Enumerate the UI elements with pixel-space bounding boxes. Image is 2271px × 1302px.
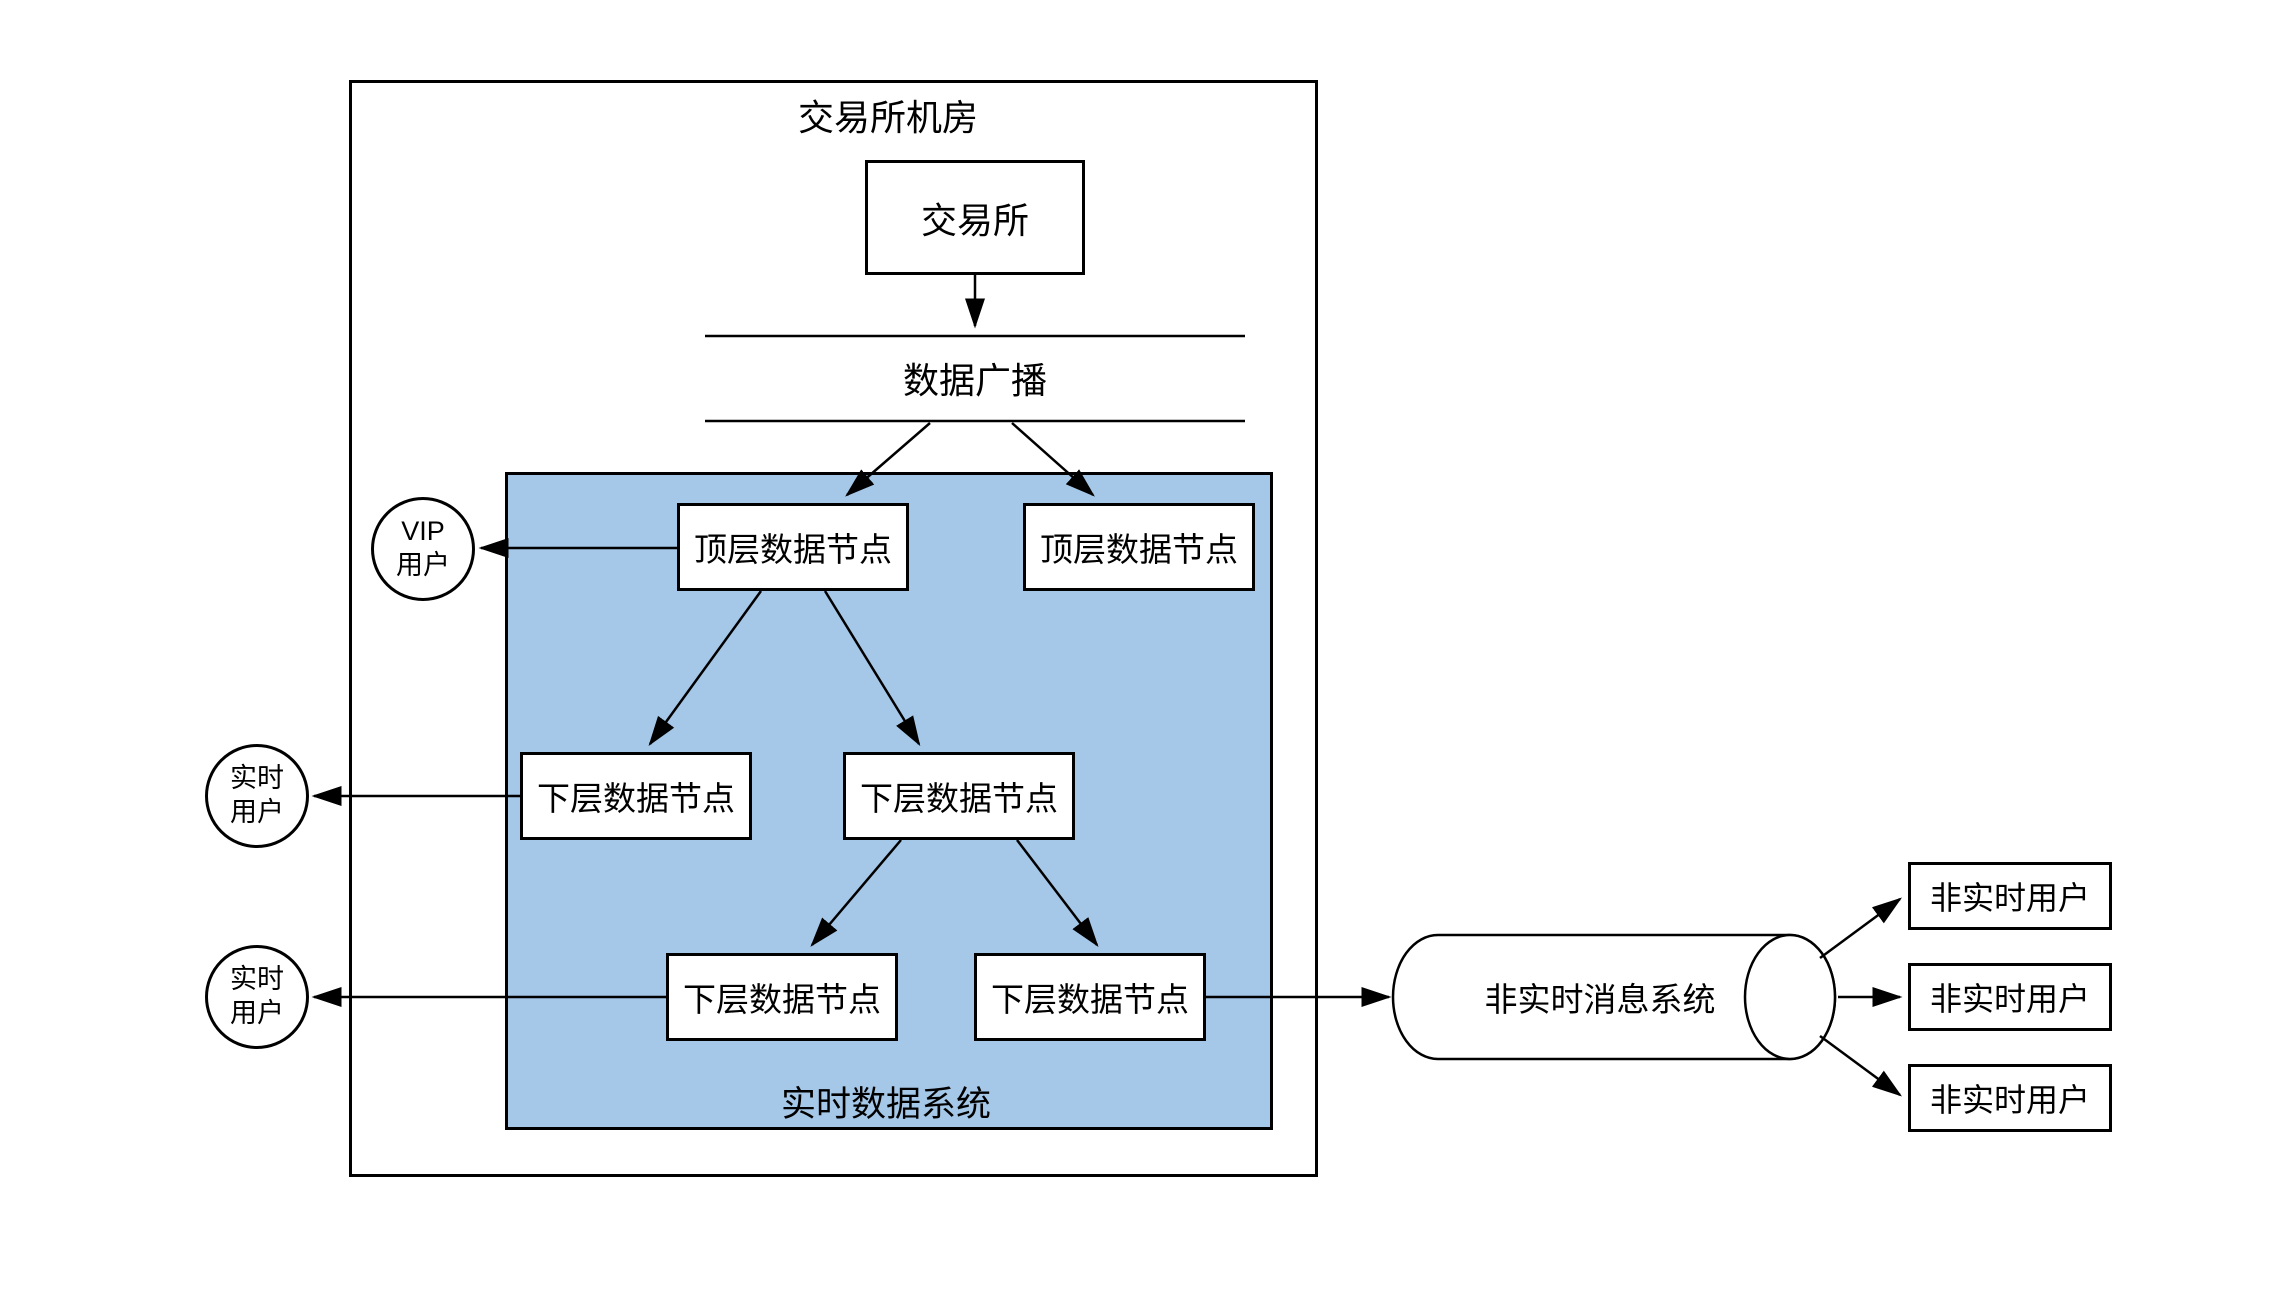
arrow-message-system-to-nrt-user-3	[1819, 1034, 1903, 1097]
lower-data-node-1: 下层数据节点	[520, 752, 752, 840]
top-data-node-1: 顶层数据节点	[677, 503, 909, 591]
exchange-room-box	[349, 80, 1318, 1177]
exchange-node: 交易所	[865, 160, 1085, 275]
realtime-system-label: 实时数据系统	[780, 1084, 991, 1124]
lower-data-node-2: 下层数据节点	[843, 752, 1075, 840]
vip-user-line1: VIP	[401, 516, 445, 547]
non-realtime-user-box-3: 非实时用户	[1908, 1064, 2112, 1132]
realtime-user-circle-2: 实时 用户	[205, 945, 309, 1049]
realtime-user-circle-1: 实时 用户	[205, 744, 309, 848]
lower-data-node-3: 下层数据节点	[666, 953, 898, 1041]
broadcast-label: 数据广播	[902, 360, 1047, 401]
vip-user-line2: 用户	[396, 550, 450, 580]
realtime-user-1-line1: 实时	[230, 763, 284, 794]
message-system-cylinder-rim	[1743, 933, 1837, 1061]
lower-data-node-4: 下层数据节点	[974, 953, 1206, 1041]
non-realtime-user-box-1: 非实时用户	[1908, 862, 2112, 930]
top-data-node-2: 顶层数据节点	[1023, 503, 1255, 591]
arrow-message-system-to-nrt-user-1	[1819, 897, 1903, 960]
message-system-label: 非实时消息系统	[1484, 981, 1716, 1018]
realtime-user-2-line2: 用户	[230, 998, 284, 1028]
exchange-room-title: 交易所机房	[797, 97, 978, 138]
non-realtime-user-box-2: 非实时用户	[1908, 963, 2112, 1031]
realtime-user-2-line1: 实时	[230, 964, 284, 995]
vip-user-circle: VIP 用户	[371, 497, 475, 601]
realtime-user-1-line2: 用户	[230, 797, 284, 827]
